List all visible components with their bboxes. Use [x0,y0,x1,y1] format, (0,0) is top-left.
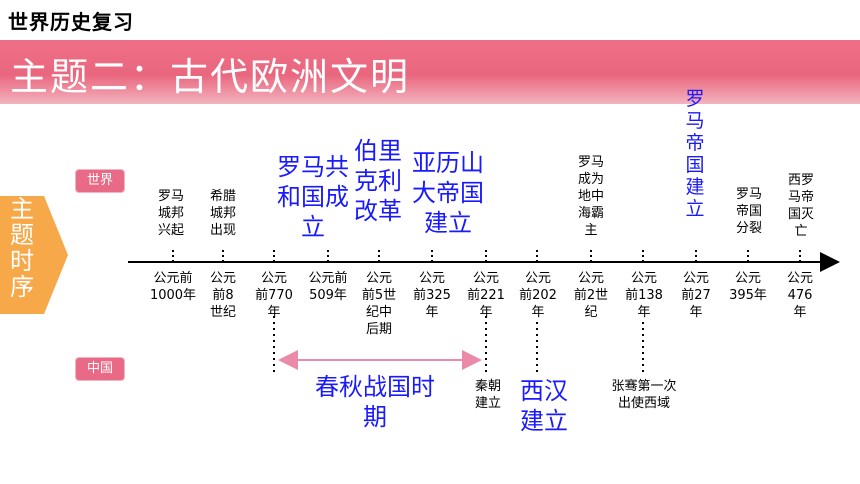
world-tag: 世界 [76,170,124,192]
event-greece: 希腊城邦出现 [209,189,236,238]
date-label: 公元前5世纪中后期 [361,271,397,337]
event-roman-empire: 罗马帝国建立 [685,88,705,220]
topic-banner: 主题二：古代欧洲文明 [0,40,860,104]
event-western-han: 西汉建立 [520,377,568,435]
event-western-roman-fall: 西罗马帝国灭亡 [787,173,814,239]
event-alexander-empire: 亚历山大帝国建立 [412,149,484,237]
event-roma-rise: 罗马城邦兴起 [157,189,184,238]
event-empire-split: 罗马帝国分裂 [735,187,762,236]
event-zhang-qian-mission: 张骞第一次出使西域 [611,379,677,411]
arrow-label: 主 题 时 序 [10,195,34,301]
banner-title: 主题二：古代欧洲文明 [10,55,411,99]
date-label: 公元前2世纪 [573,271,609,320]
event-roman-republic: 罗马共和国成立 [277,153,349,241]
page-title: 世界历史复习 [8,10,134,34]
event-mediterranean-hegemony: 罗马成为地中海霸主 [577,155,604,238]
arrow-shape [0,196,68,314]
topic-sequence-arrow: 主 题 时 序 [0,196,68,314]
china-tag: 中国 [76,358,124,380]
event-pericles-reform: 伯里克利改革 [354,137,402,225]
event-spring-autumn-warring-states: 春秋战国时期 [315,373,435,431]
axis-ticks [172,250,801,262]
event-qin-dynasty: 秦朝建立 [474,379,501,411]
